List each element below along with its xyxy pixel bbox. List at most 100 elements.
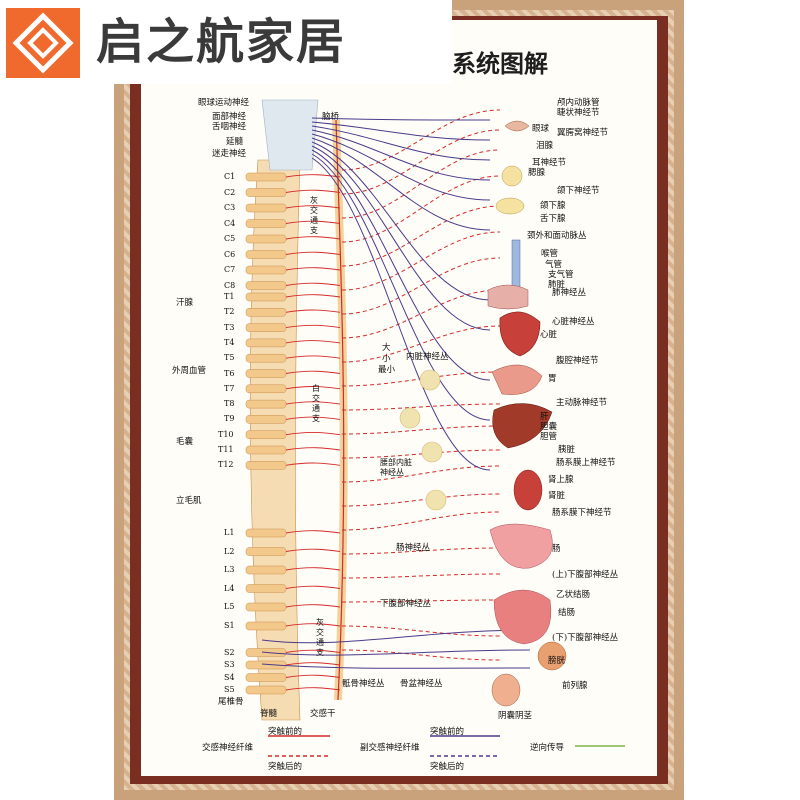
label-white-rami: 白交通支 [312, 384, 320, 423]
label-organ-34: 膀胱 [548, 656, 566, 666]
label-organ-25: 肠系膜上神经节 [556, 458, 616, 468]
sympathetic-postganglionic-fiber [341, 175, 501, 243]
segment-t10: T10 [218, 429, 234, 439]
eye-shape [504, 120, 530, 132]
spinal-nerve [285, 687, 341, 691]
segment-s1: S1 [224, 621, 235, 630]
label-sweat-gland: 汗腺 [176, 298, 194, 308]
vertebra [245, 308, 287, 317]
label-organ-19: 胃 [548, 374, 557, 384]
label-organ-10: 颈外和面动脉丛 [527, 231, 587, 241]
segment-c2: C2 [224, 187, 236, 197]
spinal-nerve [285, 567, 341, 571]
label-enteric-plexus: 肠神经丛 [396, 543, 431, 553]
colon-shape [493, 589, 552, 645]
pelvic-parasympathetic-fiber [261, 663, 531, 669]
segment-t5: T5 [224, 353, 235, 363]
spinal-column [249, 159, 301, 721]
vertebra [245, 461, 287, 470]
organs [487, 120, 567, 707]
vertebra [245, 384, 287, 394]
spinal-nerve [285, 530, 341, 534]
label-glossopharyngeal: 舌咽神经 [212, 122, 247, 132]
parasympathetic-fiber [311, 133, 491, 201]
parasympathetic-fiber [311, 121, 491, 141]
label-peripheral-vessel: 外周血管 [172, 366, 207, 376]
sympathetic-postganglionic-fiber [341, 493, 501, 507]
label-gray-rami-upper: 灰交通支 [310, 196, 318, 235]
vertebra [245, 584, 287, 593]
label-vagus: 迷走神经 [212, 149, 247, 159]
segment-t6: T6 [224, 368, 235, 378]
vertebra [245, 565, 287, 575]
sympathetic-postganglionic-fiber [341, 257, 501, 315]
brand-banner: 启之航家居 [0, 0, 452, 84]
spinal-nerve [285, 649, 341, 653]
parasympathetic-fiber [311, 137, 491, 231]
sympathetic-postganglionic-fiber [341, 547, 501, 555]
vertebra [245, 445, 287, 455]
label-organ-2: 眼球 [532, 124, 550, 134]
legend-para-pre: 突触前的 [430, 727, 465, 737]
segment-c7: C7 [224, 265, 236, 274]
vertebra [245, 673, 287, 682]
sympathetic-postganglionic-fiber [341, 573, 501, 579]
segment-c1: C1 [224, 172, 236, 181]
sympathetic-postganglionic-fiber [341, 465, 501, 483]
spinal-nerve [285, 370, 341, 374]
sympathetic-postganglionic-fiber [341, 205, 501, 267]
segment-s2: S2 [224, 647, 235, 657]
sympathetic-postganglionic-fiber [341, 425, 501, 435]
segment-l3: L3 [224, 565, 235, 574]
label-sacral-plexus: 骶骨神经丛 [342, 679, 385, 689]
brand-name: 启之航家居 [96, 14, 347, 70]
spinal-nerve [285, 251, 341, 255]
prevertebral-ganglia [399, 369, 447, 511]
segment-t3: T3 [224, 322, 235, 332]
label-hypogastric-plexus: 下腹部神经丛 [380, 599, 432, 609]
brainstem [261, 99, 319, 171]
label-organ-31: 乙状结肠 [556, 590, 591, 600]
spinal-nerve [285, 282, 341, 286]
spinal-nerve [285, 662, 341, 666]
label-medulla: 延髓 [226, 137, 244, 147]
vertebra [245, 369, 287, 378]
label-lesser: 小 [382, 354, 391, 364]
label-organ-7: 颌下神经节 [557, 186, 600, 196]
segment-t12: T12 [218, 460, 234, 470]
spinal-nerve [285, 623, 341, 627]
label-organ-12: 气管 [545, 260, 563, 270]
label-coccyx: 尾椎骨 [218, 697, 244, 707]
brand-logo-icon [6, 8, 80, 78]
segment-l5: L5 [224, 602, 235, 611]
spinal-nerve [285, 401, 341, 405]
label-organ-3: 翼腭窝神经节 [557, 128, 609, 138]
spinal-nerve [285, 462, 341, 466]
spinal-nerve [285, 674, 341, 678]
spinal-nerve [285, 324, 341, 329]
label-organ-26: 肾上腺 [548, 475, 574, 485]
label-organ-14: 肺脏 [548, 280, 566, 290]
vertebra [245, 415, 287, 424]
label-organ-23: 胆管 [540, 432, 558, 442]
label-spinal-cord: 脊髓 [260, 709, 278, 719]
spinal-nerve [285, 604, 341, 608]
label-organ-33: (下)下腹部神经丛 [552, 633, 619, 643]
legend-afferent: 逆向传导 [530, 743, 565, 753]
segment-c4: C4 [224, 218, 236, 228]
sympathetic-postganglionic-fiber [341, 449, 501, 459]
segment-t11: T11 [218, 445, 234, 454]
segment-t4: T4 [224, 337, 235, 347]
label-organ-30: (上)下腹部神经丛 [552, 570, 619, 580]
label-organ-21: 肝 [540, 412, 549, 422]
segment-l2: L2 [224, 546, 235, 556]
spinal-nerve [285, 585, 341, 589]
sympathetic-postganglionic-fiber [341, 109, 501, 171]
label-organ-6: 腮腺 [528, 168, 546, 178]
segment-t1: T1 [224, 292, 235, 301]
legend-symp-pre: 突触前的 [268, 727, 303, 737]
segment-c5: C5 [224, 234, 236, 243]
spinal-nerve [285, 431, 341, 436]
sympathetic-postganglionic-fiber [341, 129, 501, 195]
